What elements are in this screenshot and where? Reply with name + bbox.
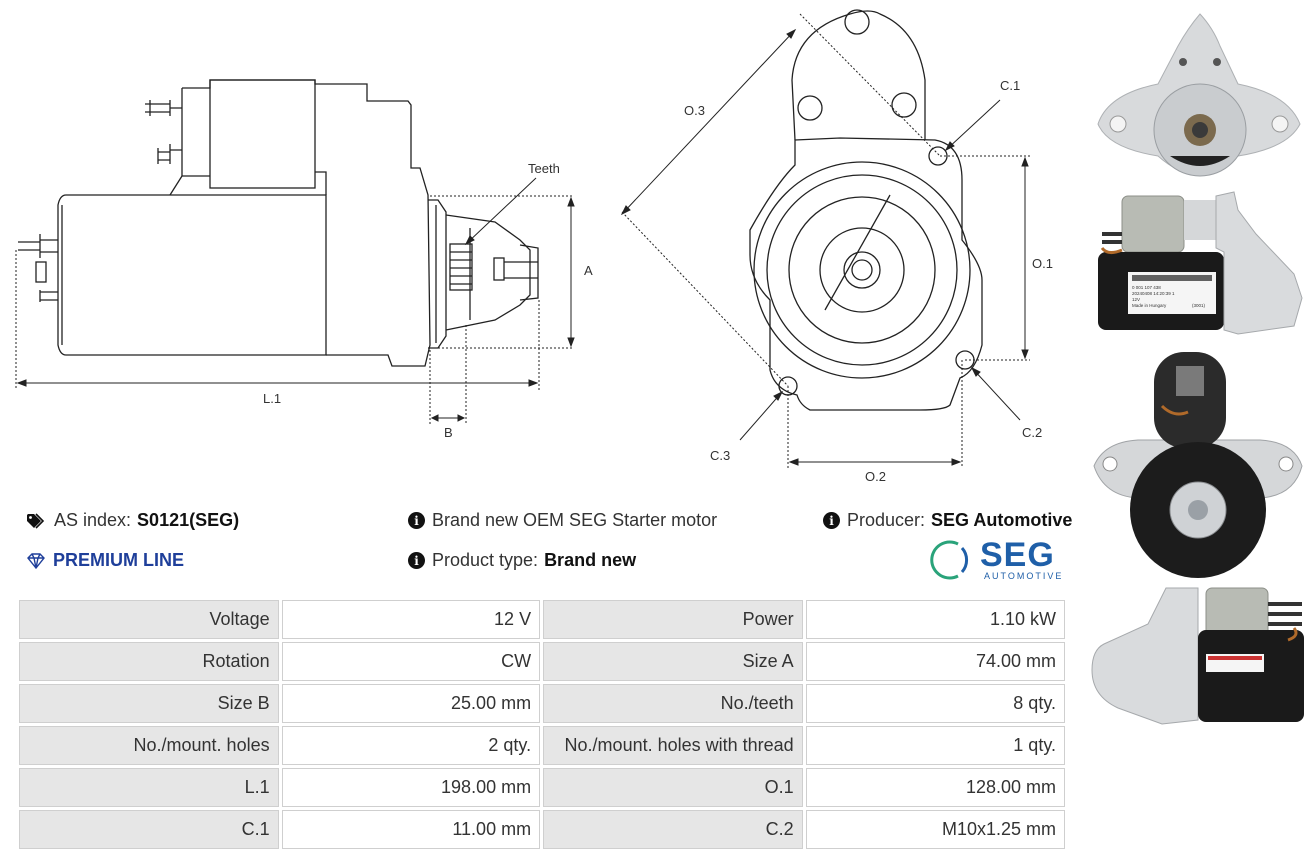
- spec-value-cell: 12 V: [281, 600, 541, 639]
- photo-label-line3: 12V: [1132, 297, 1140, 302]
- product-type-label: Product type:: [432, 550, 539, 570]
- as-index-value: S0121(SEG): [137, 510, 240, 530]
- as-index-label: AS index:: [54, 510, 132, 530]
- product-photo-front[interactable]: [1088, 6, 1310, 188]
- seg-logo-text: SEG: [980, 536, 1055, 574]
- info-icon: i: [408, 552, 425, 569]
- photo-label-line5: (3001): [1192, 303, 1206, 308]
- photo-label-line2: 20240408 14:20:39 1: [1132, 291, 1175, 296]
- spec-key-cell: No./mount. holes: [19, 726, 279, 765]
- label-c3: C.3: [710, 448, 730, 463]
- spec-value-cell: 2 qty.: [281, 726, 541, 765]
- spec-key-cell: O.1: [543, 768, 803, 807]
- spec-key-cell: Voltage: [19, 600, 279, 639]
- label-c1: C.1: [1000, 78, 1020, 93]
- seg-logo: SEG AUTOMOTIVE: [928, 536, 1070, 584]
- product-photo-side[interactable]: 0 001 107 438 20240408 14:20:39 1 12V Ma…: [1088, 190, 1310, 340]
- front-view-drawing: O.3 C.1 O.1 C.2 C.3 O.2: [620, 9, 1053, 484]
- label-o1: O.1: [1032, 256, 1053, 271]
- spec-value-cell: 1.10 kW: [805, 600, 1065, 639]
- spec-value-cell: 11.00 mm: [281, 810, 541, 849]
- spec-key-cell: Power: [543, 600, 803, 639]
- label-o2: O.2: [865, 469, 886, 484]
- product-type-row: i Product type: Brand new: [408, 550, 636, 571]
- diamond-icon: [27, 552, 45, 569]
- premium-line-label: PREMIUM LINE: [53, 550, 185, 570]
- product-type-value: Brand new: [544, 550, 637, 570]
- producer-label: Producer:: [847, 510, 926, 530]
- spec-value-cell: M10x1.25 mm: [805, 810, 1065, 849]
- spec-key-cell: Size A: [543, 642, 803, 681]
- photo-label-line4: Made in Hungary: [1132, 303, 1167, 308]
- info-icon: i: [408, 512, 425, 529]
- label-teeth: Teeth: [528, 161, 560, 176]
- producer-value: SEG Automotive: [931, 510, 1073, 530]
- label-c2: C.2: [1022, 425, 1042, 440]
- spec-key-cell: No./mount. holes with thread: [543, 726, 803, 765]
- spec-value-cell: 1 qty.: [805, 726, 1065, 765]
- tag-icon: [27, 512, 45, 529]
- product-photo-side-2[interactable]: [1088, 584, 1310, 734]
- spec-value-cell: 74.00 mm: [805, 642, 1065, 681]
- photo-label-line1: 0 001 107 438: [1132, 285, 1161, 290]
- seg-logo-subtext: AUTOMOTIVE: [984, 571, 1064, 581]
- spec-value-cell: 8 qty.: [805, 684, 1065, 723]
- spec-key-cell: Rotation: [19, 642, 279, 681]
- label-o3: O.3: [684, 103, 705, 118]
- side-view-drawing: Teeth A L.1 B: [15, 79, 593, 440]
- producer-row: i Producer: SEG Automotive: [823, 510, 1072, 531]
- spec-key-cell: Size B: [19, 684, 279, 723]
- label-a: A: [584, 263, 593, 278]
- spec-value-cell: 128.00 mm: [805, 768, 1065, 807]
- spec-key-cell: No./teeth: [543, 684, 803, 723]
- as-index-row: AS index: S0121(SEG): [26, 510, 239, 531]
- spec-key-cell: C.2: [543, 810, 803, 849]
- spec-key-cell: L.1: [19, 768, 279, 807]
- label-b: B: [444, 425, 453, 440]
- description-text: Brand new OEM SEG Starter motor: [432, 510, 718, 530]
- product-photo-rear[interactable]: [1088, 346, 1310, 578]
- info-icon: i: [823, 512, 840, 529]
- label-l1: L.1: [263, 391, 281, 406]
- seg-logo-mark: [930, 540, 969, 580]
- spec-value-cell: 25.00 mm: [281, 684, 541, 723]
- description-row: i Brand new OEM SEG Starter motor: [408, 510, 717, 531]
- premium-line-badge[interactable]: PREMIUM LINE: [26, 550, 184, 571]
- spec-value-cell: CW: [281, 642, 541, 681]
- spec-key-cell: C.1: [19, 810, 279, 849]
- spec-value-cell: 198.00 mm: [281, 768, 541, 807]
